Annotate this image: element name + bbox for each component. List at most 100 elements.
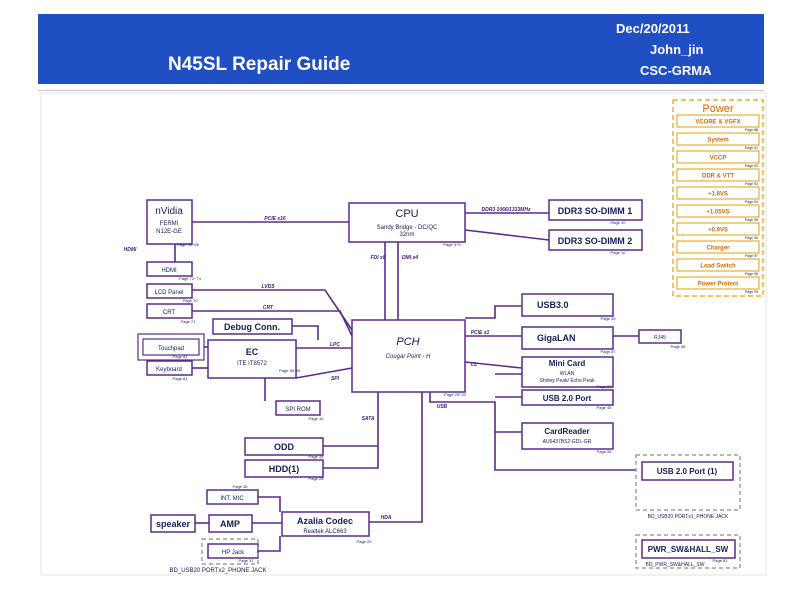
gigalan-box [521, 326, 614, 350]
usb-bus-line [429, 392, 636, 471]
power-item-label: System [707, 138, 728, 144]
intmic-page: Page 38 [233, 484, 249, 489]
power-item-label: Charger [706, 246, 730, 252]
keyboard-page: Page 81 [173, 376, 189, 381]
bus-label-usb: USB [437, 404, 448, 410]
hpjack-page: Page 31 [239, 558, 255, 563]
power-item-label: Load Switch [700, 264, 736, 270]
usb20-page: Page 45 [597, 405, 613, 410]
header-bar [38, 14, 764, 84]
pch-line1: Cougar Point - H [386, 354, 431, 360]
intmic-line [258, 496, 281, 512]
spi-line [295, 367, 353, 379]
pwrsw-title: PWR_SW&HALL_SW [648, 545, 729, 554]
azalia-title: Azalia Codec [297, 516, 353, 526]
touchpad-title: Touchpad [158, 346, 184, 352]
bus-label-sata: SATA [362, 416, 375, 422]
cpu-line2: 32nm [399, 232, 414, 238]
pwrsw-box [641, 539, 736, 559]
usb30-title: USB3.0 [537, 300, 569, 310]
bus-label-crt: CRT [263, 305, 274, 311]
bus-label-lpc: LPC [330, 342, 340, 348]
power-item-label: VCCP [710, 156, 727, 162]
power-item-box [676, 276, 760, 290]
power-item-page: Page 92 [745, 164, 758, 168]
usb-board-outline [635, 454, 741, 511]
nvidia-line1: FERMI [160, 221, 179, 227]
sata-hdd-line [323, 392, 379, 469]
power-item-box [676, 114, 760, 128]
speaker-box [150, 514, 196, 533]
hdmi-page: Page 72~74 [179, 276, 201, 281]
hda-line [369, 392, 423, 523]
power-item-box [676, 204, 760, 218]
touchpad-box [142, 338, 200, 356]
cpu-line1: Sandy Bridge - DC/QC [377, 225, 438, 231]
pch-title: PCH [396, 336, 419, 348]
bus-label-spi: SPI [331, 376, 340, 382]
header-separator [38, 90, 764, 91]
pwrsw-board: BD_PWR_SW&HALL_SW [646, 562, 705, 568]
power-item-label: +0.9VS [708, 228, 728, 234]
bus-labels: PCIE x16 DDR3 1066/1333MHz HDMI LVDS CRT… [124, 207, 531, 521]
ddr-line-2 [464, 229, 550, 241]
lcd-title: LCD Panel [154, 290, 183, 296]
pch-page: Page 20~33 [444, 392, 466, 397]
ddr3-2-title: DDR3 SO-DIMM 2 [558, 236, 633, 246]
cardreader-title: CardReader [544, 427, 589, 436]
keyboard-title: Keyboard [156, 367, 182, 373]
crt-line [192, 310, 353, 337]
power-item-box [676, 258, 760, 272]
cardreader-page: Page 55 [597, 449, 613, 454]
bus-label-ddr3: DDR3 1066/1333MHz [482, 207, 531, 213]
usb30-box [521, 293, 614, 317]
ddr3-2-page: Page 10 [611, 250, 627, 255]
bus-label-pcie-x1: PCIE x1 [471, 330, 490, 336]
speaker-title: speaker [156, 519, 191, 529]
pwrsw-page: Page 81 [713, 558, 729, 563]
cl-line [464, 361, 523, 369]
hpjack-line [258, 536, 281, 552]
power-item-page: Page 98 [745, 272, 758, 276]
power-item-box [676, 186, 760, 200]
power-item-page: Page 94 [745, 200, 758, 204]
power-item-page: Page 99 [745, 290, 758, 294]
board-bottom-label: BD_USB20 PORTx2_PHONE JACK [170, 568, 267, 574]
rj45-title: RJ45 [654, 335, 666, 341]
bus-label-lvds: LVDS [261, 284, 275, 290]
debug-title: Debug Conn. [224, 322, 280, 332]
amp-box [208, 514, 253, 533]
nvidia-title: nVidia [155, 206, 183, 217]
minicard-page: Page 53 [597, 384, 613, 389]
bus-label-pcie-x16: PCIE x16 [264, 216, 286, 222]
spirom-box [275, 400, 321, 416]
nvidia-line2: N12E-GE [156, 229, 182, 235]
azalia-line1: Realtek ALC663 [303, 529, 347, 535]
debug-line [292, 325, 319, 340]
usb30-line [465, 305, 522, 319]
power-item-page: Page 91 [745, 146, 758, 150]
odd-title: ODD [274, 442, 295, 452]
amp-title: AMP [220, 519, 240, 529]
bus-label-hda: HDA [381, 515, 392, 521]
power-item-label: Power Protect [698, 282, 738, 288]
ec-title: EC [246, 347, 259, 357]
odd-page: Page 28 [309, 454, 325, 459]
minicard-line2: Shirley Peak/ Echo Peak [539, 378, 595, 384]
ddr3-2-box [548, 229, 643, 251]
power-item-label: +1.05VS [706, 210, 729, 216]
intmic-box [206, 489, 259, 505]
hdmi-title: HDMI [161, 268, 177, 274]
cpu-page: Page 3~9 [443, 242, 461, 247]
usb30-page: Page 49 [601, 316, 617, 321]
nvidia-page: Page 39~66 [177, 242, 199, 247]
hpjack-title: HP Jack [222, 550, 245, 556]
power-item-box [676, 150, 760, 164]
doc-author: John_jin [650, 42, 704, 57]
power-item-page: Page 97 [745, 254, 758, 258]
gigalan-page: Page 57 [601, 349, 617, 354]
bus-label-hdmi: HDMI [124, 247, 137, 253]
odd-box [244, 437, 324, 456]
